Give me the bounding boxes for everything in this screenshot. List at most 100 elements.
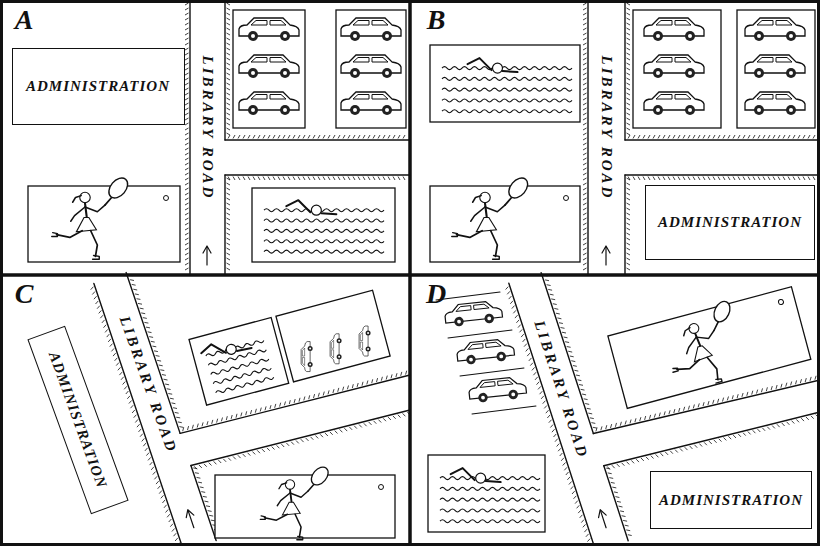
road-hatch	[627, 178, 631, 270]
ponytail	[473, 196, 482, 203]
arrow-head	[596, 508, 606, 517]
road-edge	[587, 0, 588, 275]
panel-letter: A	[15, 5, 34, 35]
car-hub	[251, 71, 255, 75]
car-body	[644, 55, 704, 73]
player-arm	[471, 207, 485, 221]
panel-letter: C	[15, 279, 34, 309]
tennis-player	[52, 174, 132, 259]
car-hub	[367, 332, 369, 334]
car-body	[745, 92, 805, 110]
car-wheel	[685, 31, 695, 41]
car-hub	[688, 71, 692, 75]
car-wheel	[653, 31, 663, 41]
building-name: ADMINISTRATION	[658, 213, 802, 231]
road-name: LIBRARY ROAD	[199, 56, 216, 201]
panel-divider	[408, 0, 412, 546]
car	[330, 334, 342, 364]
car-body	[341, 55, 401, 73]
car-body	[239, 18, 299, 36]
tennis-court	[28, 186, 180, 262]
car-wheel	[337, 338, 342, 343]
car-wheel	[466, 354, 476, 364]
car-body	[330, 334, 339, 364]
car-window	[302, 348, 304, 366]
tennis-ball	[778, 299, 784, 305]
car-body	[301, 342, 310, 372]
car-body	[359, 326, 368, 356]
road-edge	[189, 0, 190, 275]
car	[239, 18, 299, 41]
player-head	[80, 192, 90, 202]
player-arm	[683, 337, 700, 354]
car	[468, 376, 527, 404]
car-wheel	[786, 105, 796, 115]
car-wheel	[350, 105, 360, 115]
car-wheel	[366, 331, 371, 336]
player-shoe	[260, 516, 265, 519]
road-name: LIBRARY ROAD	[531, 319, 592, 462]
car-hub	[757, 71, 761, 75]
car-window	[757, 21, 792, 26]
car-wheel	[754, 68, 764, 78]
car	[444, 300, 503, 328]
north-arrow	[184, 508, 198, 529]
player-torso	[85, 203, 87, 218]
car-hub	[656, 108, 660, 112]
car	[644, 92, 704, 115]
building-box: ADMINISTRATION	[12, 48, 185, 125]
road-hatch	[194, 412, 410, 469]
player-shoe	[493, 255, 500, 259]
road-hatch	[185, 3, 189, 270]
north-arrow	[203, 246, 211, 265]
north-arrow	[596, 508, 609, 529]
swimmer-arm	[237, 347, 252, 352]
road-hatch	[628, 177, 815, 181]
road-edge	[191, 466, 216, 541]
car	[341, 55, 401, 78]
car	[359, 326, 371, 356]
road-hatch	[627, 3, 631, 135]
car-hub	[283, 34, 287, 38]
arrow-shaft	[605, 247, 606, 265]
tennis-court	[215, 475, 395, 538]
car-hub	[338, 356, 340, 358]
player-arm	[485, 205, 505, 212]
racket-handle	[308, 485, 314, 492]
car-hub	[757, 34, 761, 38]
car-body	[745, 55, 805, 73]
car-hub	[688, 108, 692, 112]
panel-divider	[0, 273, 820, 277]
car	[745, 92, 805, 115]
car-window	[251, 58, 286, 63]
car-hub	[353, 71, 357, 75]
car-wheel	[685, 68, 695, 78]
car-wheel	[508, 389, 518, 399]
player-leg	[265, 514, 288, 520]
car-hub	[353, 108, 357, 112]
swimming-pool	[430, 45, 580, 122]
road-edge	[224, 0, 225, 140]
racket-head	[308, 464, 332, 488]
arrow-shaft	[206, 247, 207, 265]
swimmer-arm	[503, 71, 518, 72]
car-hub	[457, 320, 461, 324]
car-wheel	[248, 105, 258, 115]
car-hub	[251, 108, 255, 112]
car-hub	[789, 71, 793, 75]
car-window	[468, 342, 502, 350]
car-hub	[499, 354, 503, 358]
player-shoe	[715, 378, 722, 383]
car-park	[633, 10, 721, 128]
car	[301, 342, 313, 372]
car	[239, 92, 299, 115]
player-leg	[91, 231, 98, 257]
road-name: LIBRARY ROAD	[116, 314, 181, 456]
tennis-ball	[564, 196, 569, 201]
racket-handle	[505, 198, 512, 206]
building-name: ADMINISTRATION	[45, 349, 111, 491]
car-body	[341, 92, 401, 110]
ponytail	[279, 483, 287, 489]
car-wheel	[350, 31, 360, 41]
